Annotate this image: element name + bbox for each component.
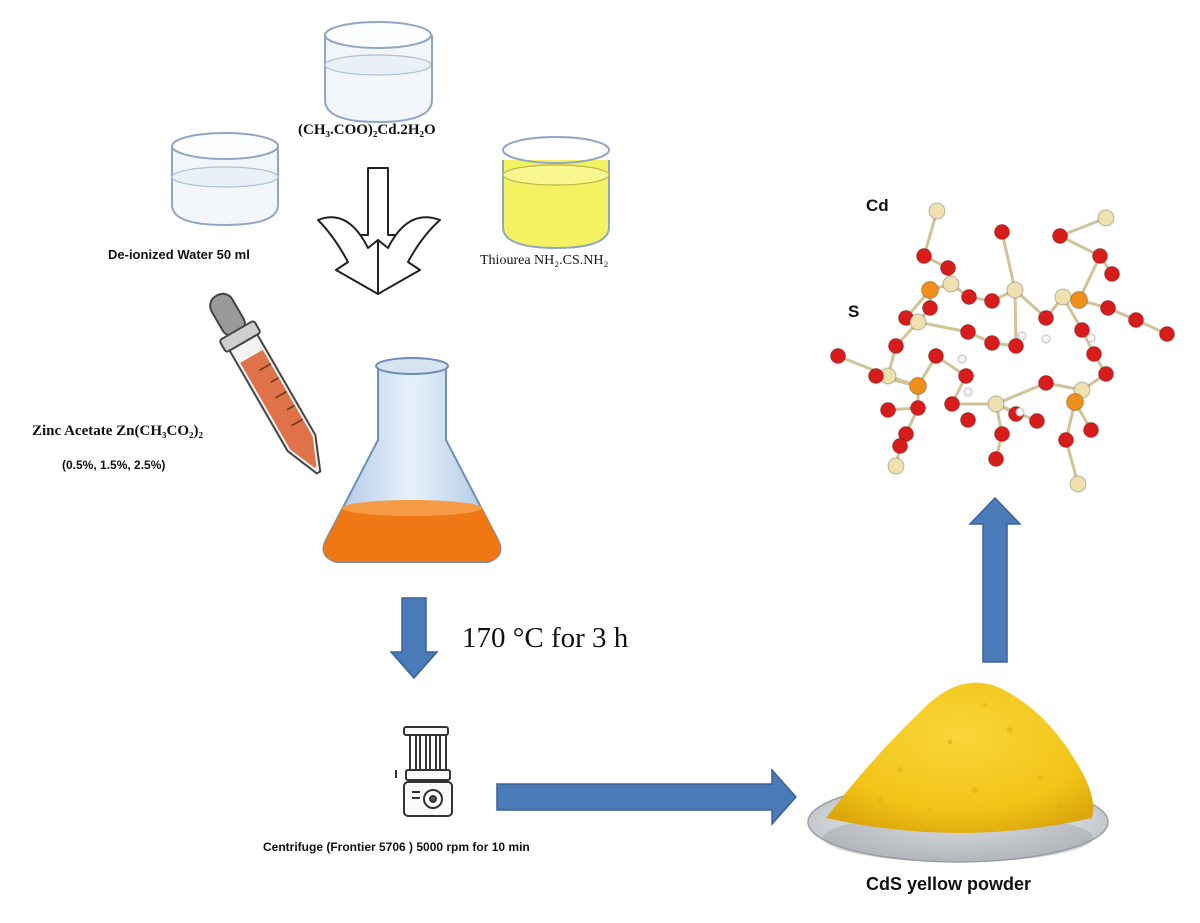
hydrogen-atom <box>1015 407 1025 417</box>
thiourea-beaker <box>502 136 610 250</box>
oxygen-atom <box>960 412 976 428</box>
oxygen-atom <box>868 368 884 384</box>
cd-atom-label: Cd <box>866 196 889 215</box>
oxygen-atom <box>1086 346 1102 362</box>
oxygen-atom <box>928 348 944 364</box>
oxygen-atom <box>994 426 1010 442</box>
oxygen-atom <box>1058 432 1074 448</box>
cadmium-atom <box>1054 288 1072 306</box>
oxygen-atom <box>994 224 1010 240</box>
oxygen-atom <box>916 248 932 264</box>
crystal-structure <box>830 202 1175 493</box>
hydrogen-atom <box>1086 333 1096 343</box>
thiourea-label: Thiourea NH₂.CS.NH₂ <box>480 253 609 268</box>
cd-acetate-beaker <box>324 21 433 124</box>
hydrogen-atom <box>957 354 967 364</box>
oxygen-atom <box>888 338 904 354</box>
oxygen-atom <box>1092 248 1108 264</box>
oxygen-atom <box>1098 366 1114 382</box>
to-structure-arrow <box>968 496 1022 663</box>
cds-powder-dish <box>807 682 1109 863</box>
cadmium-atom <box>942 275 960 293</box>
oxygen-atom <box>944 396 960 412</box>
cadmium-atom <box>909 313 927 331</box>
bond <box>1000 230 1017 292</box>
cadmium-atom <box>987 395 1005 413</box>
oxygen-atom <box>1008 338 1024 354</box>
centrifuge-icon <box>395 726 453 817</box>
cadmium-atom <box>928 202 946 220</box>
heat-condition-label: 170 °C for 3 h <box>462 622 629 654</box>
oxygen-atom <box>1052 228 1068 244</box>
s-atom-label: S <box>848 302 860 321</box>
sulfur-atom <box>1066 393 1084 411</box>
oxygen-atom <box>830 348 846 364</box>
oxygen-atom <box>1100 300 1116 316</box>
oxygen-atom <box>1038 375 1054 391</box>
dropper <box>209 292 322 475</box>
zinc-acetate-label: Zinc Acetate Zn(CH₃CO₂)₂ <box>32 423 203 439</box>
bond <box>916 320 970 334</box>
oxygen-atom <box>984 293 1000 309</box>
sulfur-atom <box>1070 291 1088 309</box>
mixing-arrows <box>317 167 441 295</box>
oxygen-atom <box>961 289 977 305</box>
cadmium-atom <box>1006 281 1024 299</box>
oxygen-atom <box>1104 266 1120 282</box>
hydrogen-atom <box>1041 334 1051 344</box>
oxygen-atom <box>958 368 974 384</box>
oxygen-atom <box>984 335 1000 351</box>
oxygen-atom <box>1038 310 1054 326</box>
oxygen-atom <box>988 451 1004 467</box>
bond <box>1058 216 1108 238</box>
oxygen-atom <box>892 438 908 454</box>
cadmium-atom <box>1069 475 1087 493</box>
to-powder-arrow <box>496 768 798 826</box>
oxygen-atom <box>960 324 976 340</box>
oxygen-atom <box>940 260 956 276</box>
water-beaker <box>171 132 279 227</box>
oxygen-atom <box>1083 422 1099 438</box>
oxygen-atom <box>910 400 926 416</box>
heat-step-arrow <box>389 597 439 680</box>
bond <box>1013 288 1018 348</box>
sulfur-atom <box>921 281 939 299</box>
powder-label: CdS yellow powder <box>866 874 1032 894</box>
hydrogen-atom <box>963 387 973 397</box>
centrifuge-label: Centrifuge (Frontier 5706 ) 5000 rpm for… <box>263 840 530 854</box>
cadmium-atom <box>1097 209 1115 227</box>
water-label: De-ionized Water 50 ml <box>108 247 250 262</box>
cadmium-atom <box>887 457 905 475</box>
zinc-percent-label: (0.5%, 1.5%, 2.5%) <box>62 458 166 472</box>
cd-acetate-label: (CH₃.COO)₂Cd.2H₂O <box>298 122 436 138</box>
oxygen-atom <box>1159 326 1175 342</box>
oxygen-atom <box>1128 312 1144 328</box>
oxygen-atom <box>1074 322 1090 338</box>
oxygen-atom <box>1029 413 1045 429</box>
erlenmeyer-flask <box>322 357 502 563</box>
hydrogen-atom <box>1017 331 1027 341</box>
oxygen-atom <box>880 402 896 418</box>
sulfur-atom <box>909 377 927 395</box>
bond <box>994 381 1048 406</box>
oxygen-atom <box>922 300 938 316</box>
